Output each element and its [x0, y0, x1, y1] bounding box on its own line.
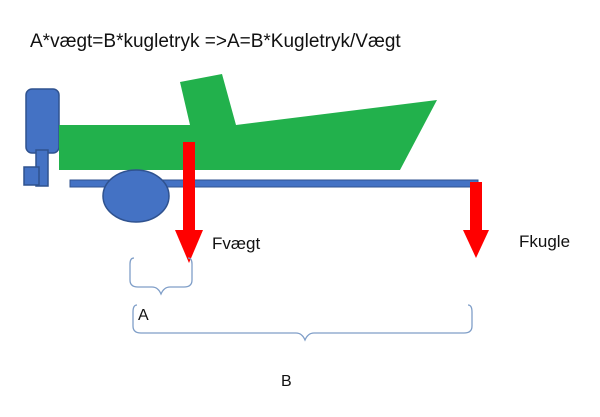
boat-hull	[59, 74, 437, 170]
brace-a	[129, 257, 193, 296]
distance-a-label: A	[138, 307, 149, 324]
brace-b	[132, 304, 473, 342]
force-weight-arrow	[175, 142, 203, 263]
distance-b-label: B	[281, 373, 292, 390]
wheel-icon	[102, 169, 170, 223]
force-ball-arrow	[463, 182, 489, 258]
formula-text: A*vægt=B*kugletryk =>A=B*Kugletryk/Vægt	[30, 31, 401, 52]
force-ball-label: Fkugle	[519, 232, 570, 251]
outboard-motor-icon	[23, 88, 60, 187]
force-weight-label: Fvægt	[212, 234, 260, 253]
